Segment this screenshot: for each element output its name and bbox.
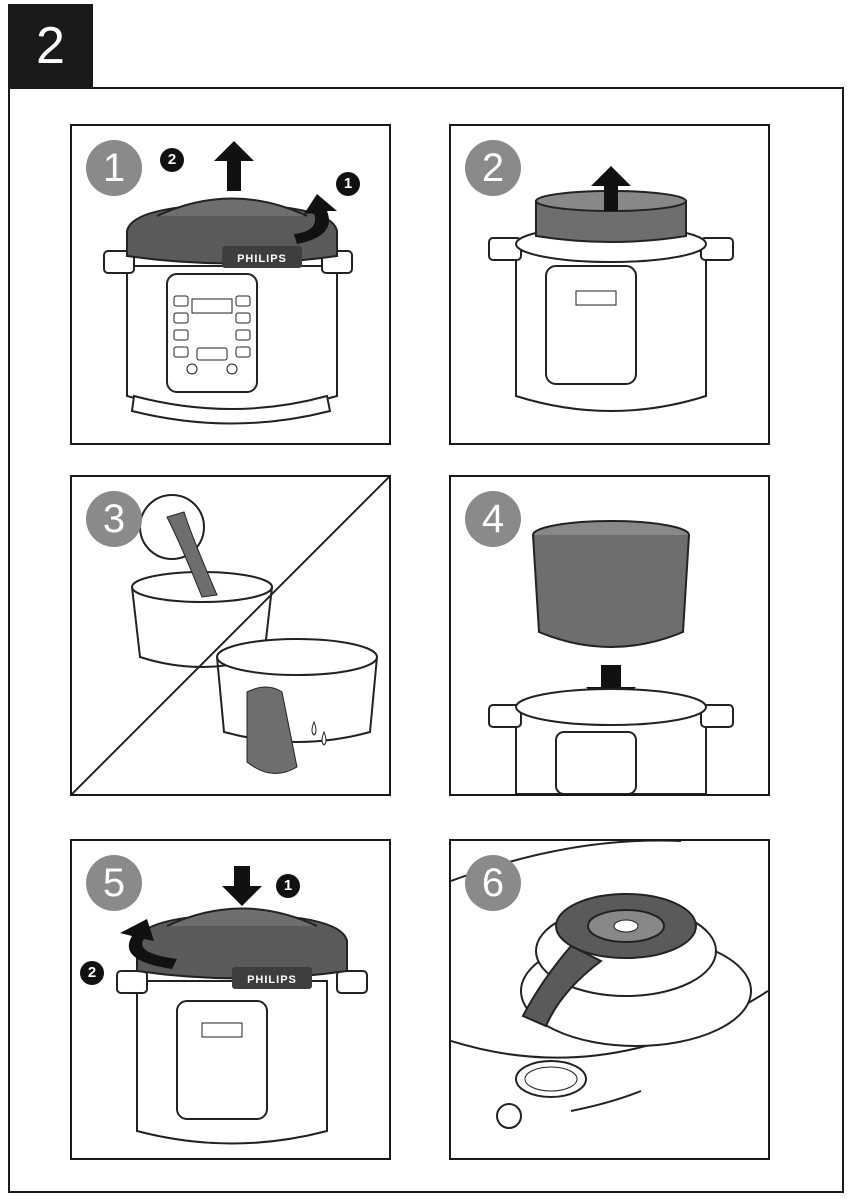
brand-logo: PHILIPS <box>237 253 287 265</box>
insert-inner-pot-illustration <box>488 520 734 794</box>
substep-1-badge: 1 <box>336 172 360 196</box>
substep-2-badge-2: 2 <box>80 961 104 985</box>
step-1-panel: PHILIPS 1 1 2 <box>70 124 391 445</box>
step-5-badge: 5 <box>86 855 142 911</box>
step-5-panel: PHILIPS 5 1 2 <box>70 839 391 1160</box>
step-4-badge: 4 <box>465 491 521 547</box>
substep-1-badge-2: 1 <box>276 874 300 898</box>
instruction-page-frame <box>8 87 844 1193</box>
step-3-panel: 3 <box>70 475 391 796</box>
clean-pot-illustration <box>72 477 389 794</box>
step-4-panel: 4 <box>449 475 770 796</box>
section-number-tab: 2 <box>8 4 93 88</box>
cooker-lid-open-illustration: PHILIPS <box>103 141 353 425</box>
step-6-panel: 6 <box>449 839 770 1160</box>
step-3-badge: 3 <box>86 491 142 547</box>
step-2-panel: 2 <box>449 124 770 445</box>
pressure-valve-illustration <box>451 841 768 1129</box>
step-1-badge: 1 <box>86 140 142 196</box>
brand-logo-2: PHILIPS <box>247 974 297 986</box>
step-2-badge: 2 <box>465 140 521 196</box>
cooker-lid-close-illustration: PHILIPS <box>116 866 368 1145</box>
substep-2-badge: 2 <box>160 148 184 172</box>
remove-inner-pot-illustration <box>488 166 734 412</box>
step-6-badge: 6 <box>465 855 521 911</box>
